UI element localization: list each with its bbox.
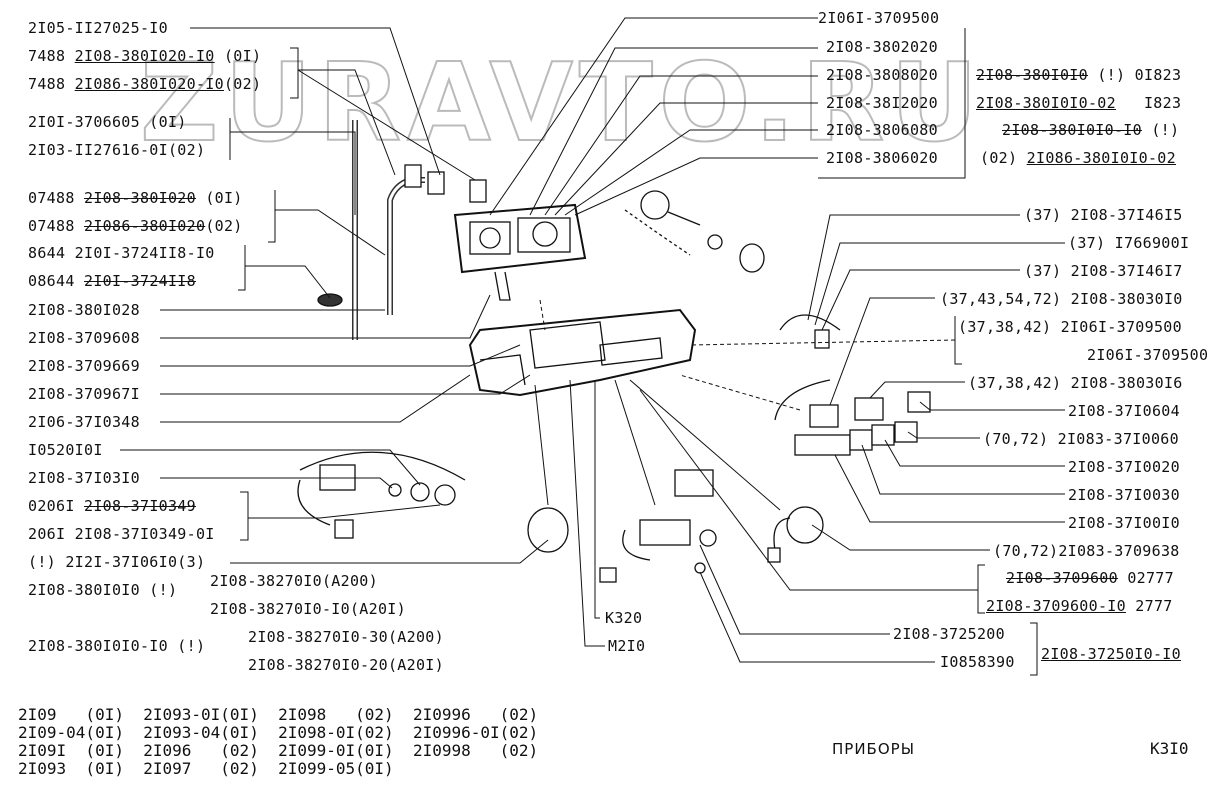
- label-part-suffix: 2777: [1125, 597, 1173, 615]
- label-part-number: 2I08-380I020-I0: [74, 47, 215, 65]
- switch-block: [774, 314, 931, 456]
- label-i766900i: (37) I766900I: [1068, 234, 1190, 252]
- label-part-suffix: (0I): [195, 189, 243, 207]
- label-part-suffix: (02): [223, 75, 262, 93]
- model-row-4: 2I093 (0I) 2I097 (02) 2I099-05(0I): [18, 759, 394, 778]
- label-2i08-38030i6: (37,38,42) 2I08-38030I6: [968, 374, 1183, 392]
- label-2i2i-37i06i0: (!) 2I2I-37I06I0(3): [28, 553, 206, 571]
- label-2i06i-3709500-b: 2I06I-3709500: [1087, 346, 1209, 364]
- watermark: ZURAVTO.RU: [140, 41, 984, 166]
- label-part-number: 2I08-37I0349: [84, 497, 196, 515]
- label-2i08-380i0i0-02: 2I08-380I0I0-02 I823: [976, 94, 1181, 112]
- label-2i08-38030i0: (37,43,54,72) 2I08-38030I0: [940, 290, 1183, 308]
- lower-components: [297, 451, 824, 583]
- label-2i08-380i028: 2I08-380I028: [28, 301, 140, 319]
- label-part-prefix: 7488: [28, 75, 75, 93]
- label-2i08-38270i0-30: 2I08-38270I0-30(A200): [248, 628, 444, 646]
- label-part-number: 2I0I-3724II8: [84, 272, 196, 290]
- label-part-number: 2I086-380I0I0-02: [1026, 149, 1176, 167]
- label-m2i0: М2I0: [608, 637, 646, 655]
- label-08644: 08644 2I0I-3724II8: [28, 272, 196, 290]
- label-2i03-ii27616: 2I03-II27616-0I(02): [28, 141, 206, 159]
- instrument-cluster: [453, 203, 587, 301]
- label-2i08-3808020: 2I08-3808020: [826, 66, 938, 84]
- label-part-suffix: (02): [205, 217, 243, 235]
- label-part-prefix: 7488: [28, 47, 75, 65]
- label-2i08-3709600-i0: 2I08-3709600-I0 2777: [986, 597, 1173, 615]
- label-2i08-38270i0-a200: 2I08-38270I0(A200): [210, 572, 378, 590]
- label-2i086-380i0i0-02: (02) 2I086-380I0I0-02: [980, 149, 1176, 167]
- label-part-number: 2I086-380I020: [84, 217, 206, 235]
- label-2i0i-3706605: 2I0I-3706605 (0I): [28, 113, 187, 131]
- label-2i08-37i46i7: (37) 2I08-37I46I7: [1024, 262, 1183, 280]
- label-part-number: 2I08-380I0I0-I0: [1002, 121, 1142, 139]
- label-k320: К320: [605, 609, 643, 627]
- label-8644: 8644 2I0I-3724II8-I0: [28, 244, 215, 262]
- label-part-suffix: I823: [1143, 94, 1182, 112]
- model-row-1: 2I09 (0I) 2I093-0I(0I) 2I098 (02) 2I0996…: [18, 705, 539, 724]
- label-2i05-ii27025: 2I05-II27025-I0: [28, 19, 168, 37]
- dimmer-knob: [624, 190, 765, 273]
- label-2i08-380i0i0-r1: 2I08-380I0I0 (!) 0I823: [976, 66, 1181, 84]
- label-2i08-37i0020: 2I08-37I0020: [1068, 458, 1180, 476]
- label-part-prefix: 07488: [28, 189, 84, 207]
- label-07488-b: 07488 2I086-380I020(02): [28, 217, 243, 235]
- label-2i06-37i0348: 2I06-37I0348: [28, 413, 140, 431]
- label-07488-a: 07488 2I08-380I020 (0I): [28, 189, 243, 207]
- label-part-prefix: 07488: [28, 217, 84, 235]
- label-2i08-380i0i0-i0: 2I08-380I0I0-I0 (!): [28, 637, 206, 655]
- dashboard-panel: [468, 308, 697, 397]
- label-2i08-3709600: 2I08-3709600 02777: [1006, 569, 1174, 587]
- label-part-suffix: (!) 0I823: [1097, 66, 1182, 84]
- label-7488-a: 7488 2I08-380I020-I0 (0I): [28, 47, 261, 65]
- label-2i08-370967i: 2I08-370967I: [28, 385, 140, 403]
- label-2i08-38270i0-20: 2I08-38270I0-20(A20I): [248, 656, 444, 674]
- model-row-2: 2I09-04(0I) 2I093-04(0I) 2I098-0I(02) 2I…: [18, 723, 539, 742]
- label-2i08-3725200: 2I08-3725200: [893, 625, 1005, 643]
- label-2i06i-3709500-a: (37,38,42) 2I06I-3709500: [958, 318, 1182, 336]
- label-2i08-37i0030: 2I08-37I0030: [1068, 486, 1180, 504]
- label-2i08-37i03i0: 2I08-37I03I0: [28, 469, 140, 487]
- page-code: К3I0: [1150, 739, 1189, 758]
- label-2i08-3806020: 2I08-3806020: [826, 149, 938, 167]
- label-i0520i0i: I0520I0I: [28, 441, 103, 459]
- label-2i08-37i00i0: 2I08-37I00I0: [1068, 514, 1180, 532]
- label-part-number: 2I08-380I0I0: [976, 66, 1088, 84]
- label-part-suffix: (!): [1151, 121, 1180, 139]
- label-part-number: 2I08-380I020: [84, 189, 196, 207]
- label-part-prefix: 08644: [28, 272, 84, 290]
- model-row-3: 2I09I (0I) 2I096 (02) 2I099-0I(0I) 2I099…: [18, 741, 539, 760]
- label-2i08-3709608: 2I08-3709608: [28, 329, 140, 347]
- label-2i08-3802020: 2I08-3802020: [826, 38, 938, 56]
- label-206i: 206I 2I08-37I0349-0I: [28, 525, 215, 543]
- label-2i08-38i2020: 2I08-38I2020: [826, 94, 938, 112]
- label-2i083-37i0060: (70,72) 2I083-37I0060: [983, 430, 1179, 448]
- label-part-number: 2I08-380I0I0-02: [976, 94, 1116, 112]
- label-part-suffix: (0I): [214, 47, 262, 65]
- label-part-number: 2I08-3709600-I0: [986, 597, 1126, 615]
- label-2i08-37i0604: 2I08-37I0604: [1068, 402, 1180, 420]
- label-2i08-37i46i5: (37) 2I08-37I46I5: [1024, 206, 1183, 224]
- label-2i08-380i0i0: 2I08-380I0I0 (!): [28, 581, 178, 599]
- label-part-number: 2I086-380I020-I0: [74, 75, 224, 93]
- label-part-prefix: 0206I: [28, 497, 84, 515]
- label-part-suffix: 02777: [1117, 569, 1174, 587]
- leader-lines: [120, 17, 1065, 676]
- label-7488-b: 7488 2I086-380I020-I0(02): [28, 75, 261, 93]
- label-2i083-3709638: (70,72)2I083-3709638: [993, 542, 1180, 560]
- label-i0858390: I0858390: [940, 653, 1015, 671]
- label-part-number: 2I08-3709600: [1006, 569, 1118, 587]
- label-2i08-380i0i0-i0: 2I08-380I0I0-I0 (!): [1002, 121, 1179, 139]
- page-title: ПРИБОРЫ: [832, 740, 915, 758]
- label-2i06i-3709500: 2I06I-3709500: [818, 9, 940, 27]
- label-2i08-37250i0-i0: 2I08-37250I0-I0: [1041, 645, 1181, 663]
- label-2i08-38270i0-i0: 2I08-38270I0-I0(A20I): [210, 600, 406, 618]
- label-2i08-3709669: 2I08-3709669: [28, 357, 140, 375]
- label-2i08-3806080: 2I08-3806080: [826, 121, 938, 139]
- label-part-prefix: (02): [980, 149, 1027, 167]
- label-0206i: 0206I 2I08-37I0349: [28, 497, 196, 515]
